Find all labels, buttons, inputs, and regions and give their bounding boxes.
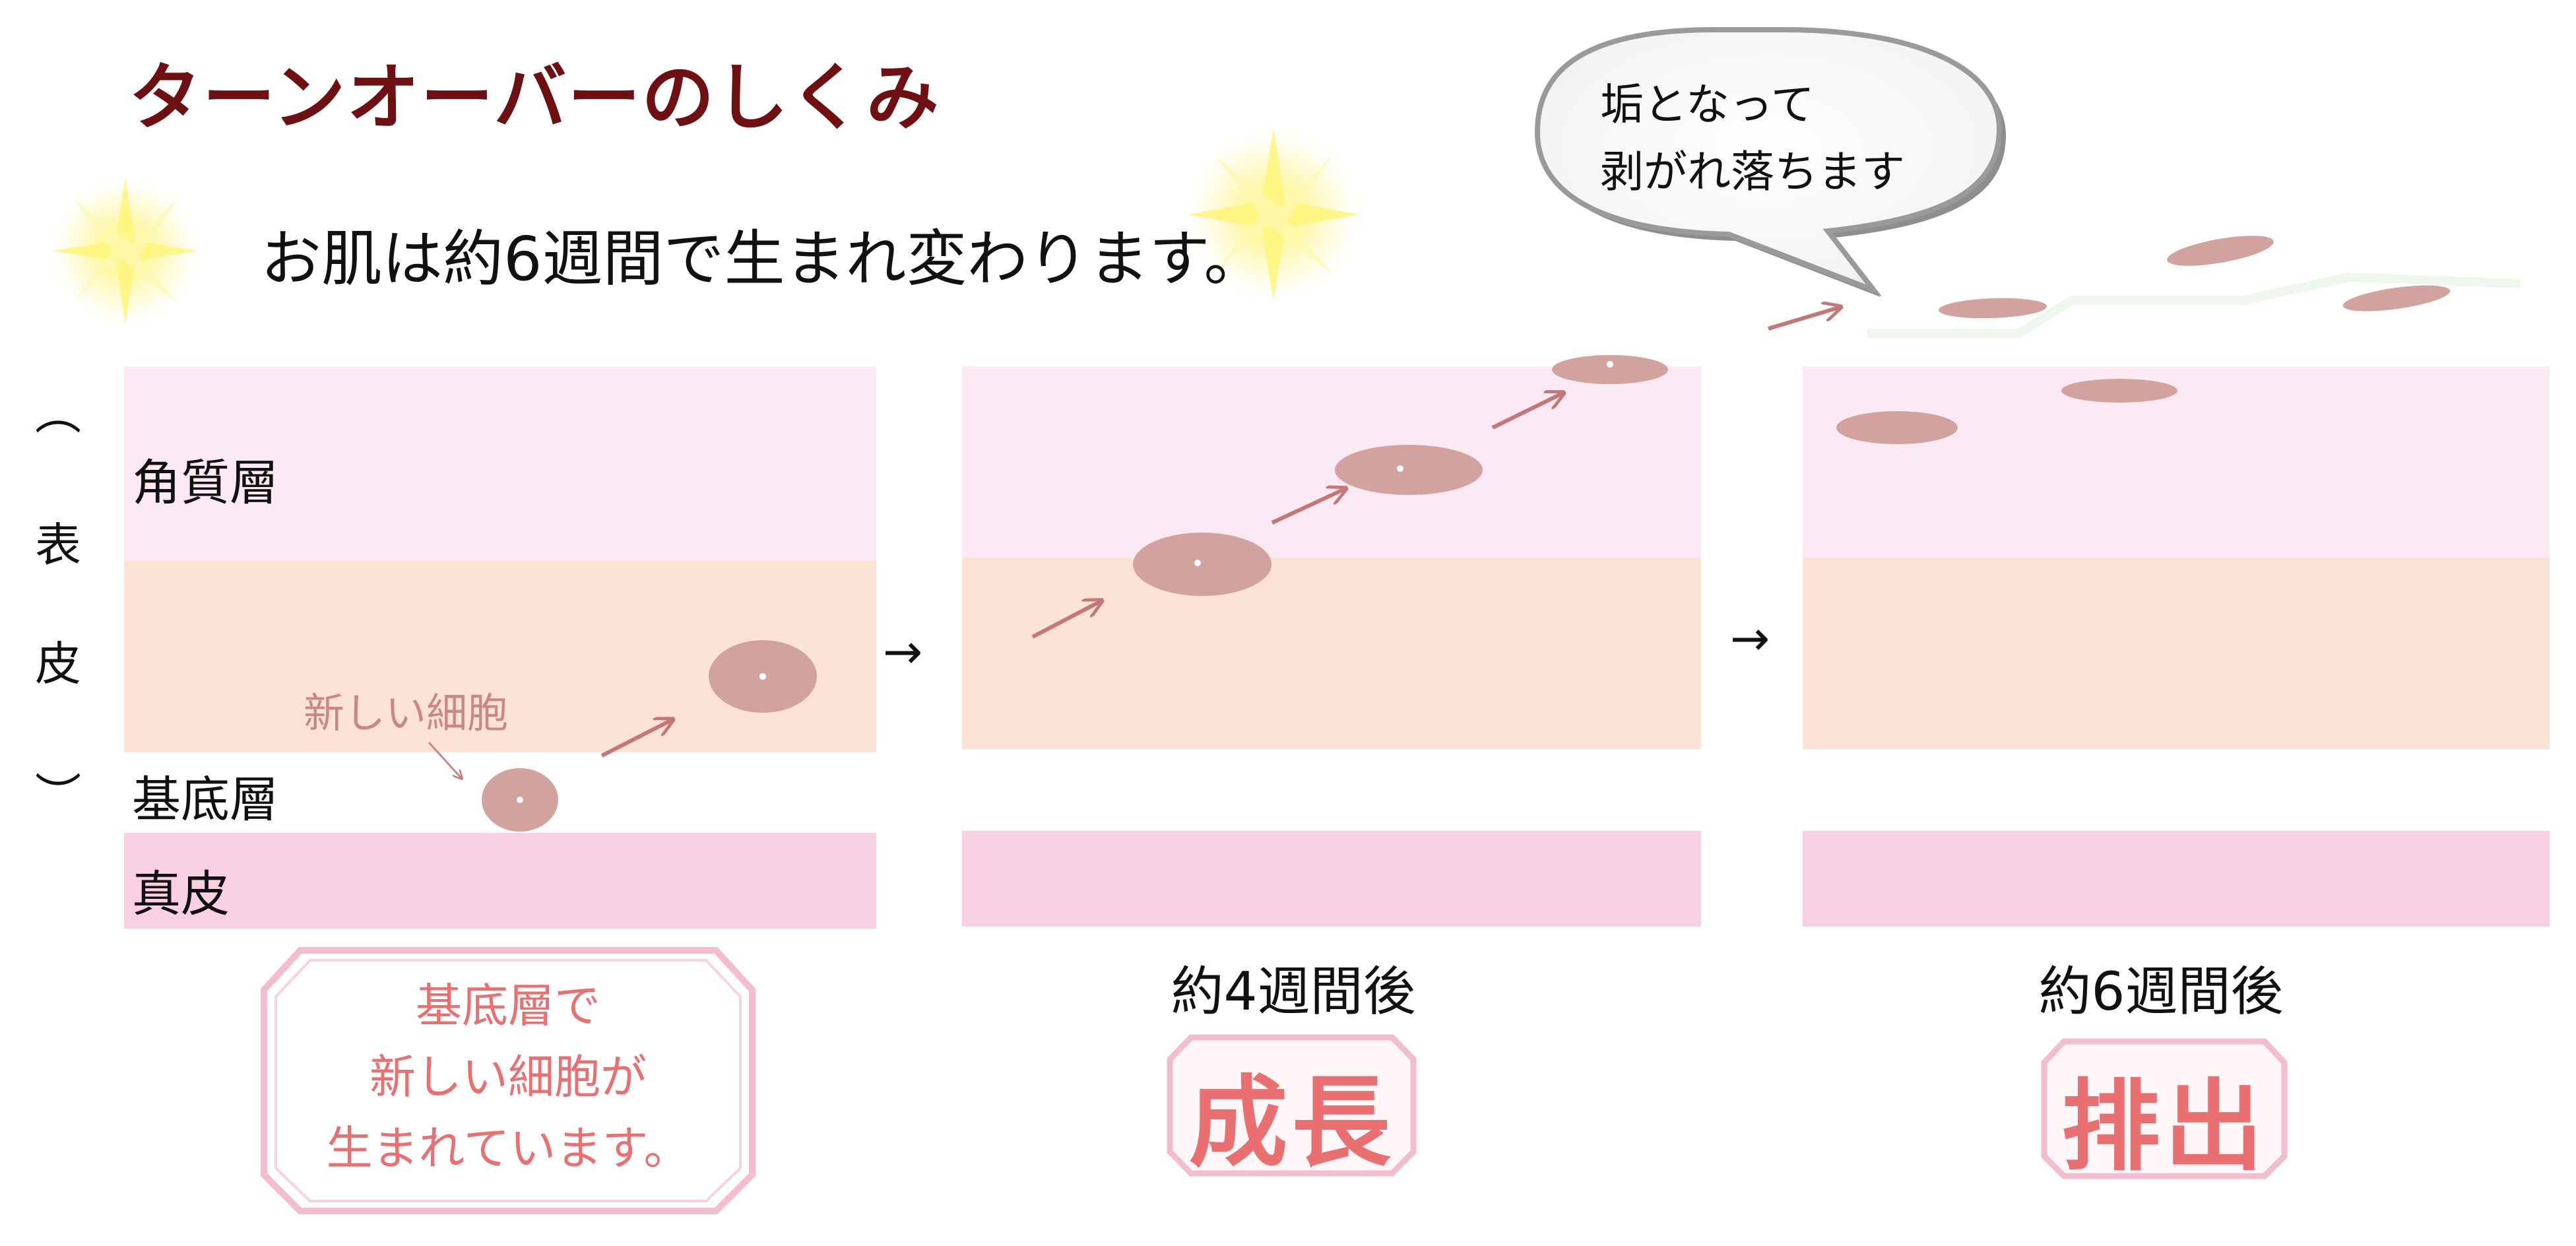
- new-cell-label: 新しい細胞: [304, 689, 509, 737]
- page-title: ターンオーバーのしくみ: [129, 55, 940, 140]
- speech-bubble-text: 垢となって 剥がれ落ちます: [1600, 71, 1905, 206]
- speech-bubble: [1534, 27, 2006, 297]
- description-box-text: 基底層で 新しい細胞が 生まれています。: [264, 970, 752, 1184]
- skin-panel-2: [962, 366, 1701, 927]
- epidermis-char: 皮: [35, 637, 81, 691]
- panel-1-cells: [428, 640, 817, 832]
- panel-3-cells: [1768, 236, 2521, 444]
- step-arrow: →: [883, 624, 923, 679]
- sparkle-icon-left: [46, 172, 205, 330]
- description-line: 新しい細胞が: [370, 1050, 647, 1104]
- bracket-close: ︶: [35, 769, 81, 823]
- cell: [1552, 355, 1668, 384]
- description-box: [261, 947, 756, 1214]
- epidermis-char: 表: [35, 518, 81, 572]
- sparkle-icon-right: [1181, 122, 1366, 307]
- step-arrow: →: [1730, 610, 1770, 666]
- subtitle: お肌は約6週間で生まれ変わります。: [261, 224, 1265, 294]
- cell: [1836, 411, 1958, 444]
- speech-bubble-line: 垢となって: [1600, 79, 1815, 130]
- growth-box: [1167, 1034, 1417, 1177]
- skin-panel-3: [1803, 366, 2550, 927]
- cell: [1939, 298, 2047, 319]
- bracket-open: ︵: [35, 386, 81, 440]
- cell: [1133, 533, 1272, 596]
- growth-label: 成長: [1188, 1066, 1395, 1181]
- description-line: 基底層で: [416, 979, 600, 1033]
- description-line: 生まれています。: [326, 1121, 690, 1175]
- dermis-layer-label: 真皮: [132, 866, 230, 923]
- horny-layer-label: 角質層: [132, 455, 278, 511]
- excretion-label: 排出: [2061, 1070, 2267, 1185]
- basal-layer-label: 基底層: [132, 771, 278, 828]
- excretion-box: [2041, 1038, 2288, 1179]
- cell: [2167, 236, 2274, 266]
- panel-3-caption: 約6週間後: [2038, 961, 2284, 1022]
- speech-bubble-line: 剥がれ落ちます: [1600, 147, 1905, 197]
- cell: [2342, 285, 2451, 312]
- panel-2-cells: [1031, 355, 1668, 639]
- cell: [1335, 445, 1483, 495]
- panel-2-caption: 約4週間後: [1171, 961, 1416, 1022]
- cell: [2061, 379, 2177, 403]
